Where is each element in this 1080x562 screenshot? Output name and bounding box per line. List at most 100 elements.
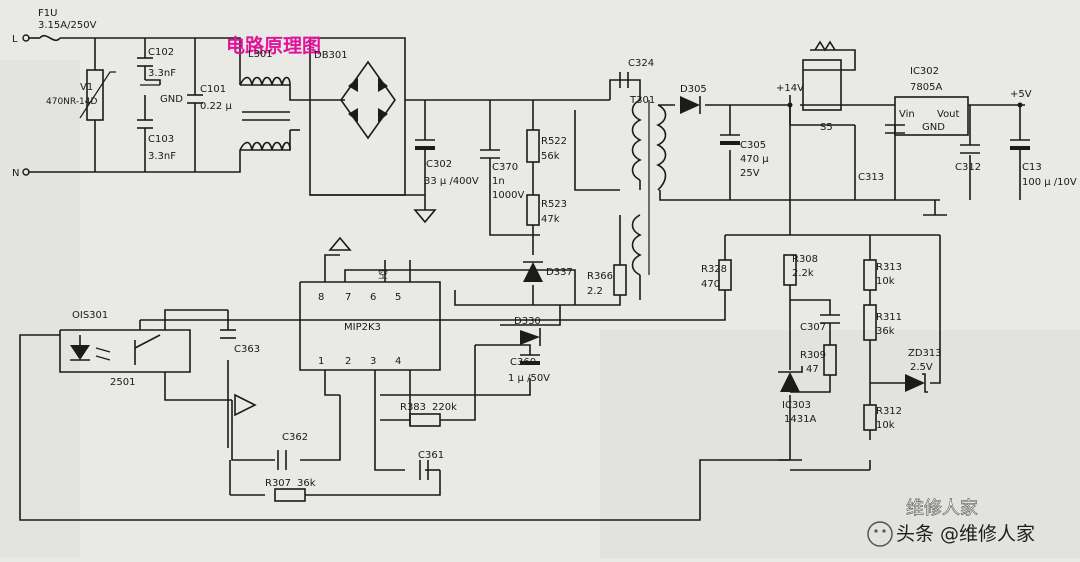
- label-r383-ref: R383: [400, 402, 426, 413]
- resistor-r522: [526, 129, 540, 163]
- label-c363: C363: [234, 344, 260, 355]
- label-c307: C307: [800, 322, 826, 333]
- label-c370-value2: 1000V: [492, 190, 524, 201]
- label-mip-pin1: 1: [318, 356, 324, 367]
- label-c305-value2: 25V: [740, 168, 760, 179]
- label-c324: C324: [628, 58, 654, 69]
- label-v1-value: 470NR-14D: [46, 97, 97, 107]
- label-zd313-ref: ZD313: [908, 348, 942, 359]
- label-r307-ref: R307: [265, 478, 291, 489]
- bridge-rectifier-db301: [340, 60, 396, 140]
- label-c103-ref: C103: [148, 134, 174, 145]
- label-mip-pin3: 3: [370, 356, 376, 367]
- label-mip-pin5: 5: [395, 292, 401, 303]
- watermark-main: 头条 @维修人家: [896, 523, 1035, 545]
- watermark-small: 维修人家: [906, 498, 978, 519]
- switch-s5: [802, 59, 842, 111]
- label-ic303-ref: IC303: [782, 400, 811, 411]
- label-r522-value: 56k: [541, 151, 560, 162]
- label-c305-value1: 470 μ: [740, 154, 769, 165]
- label-r311-ref: R311: [876, 312, 902, 323]
- label-db301: DB301: [314, 50, 348, 61]
- zener-zd313: [905, 374, 925, 392]
- label-ic302-vout: Vout: [937, 109, 960, 120]
- label-r313-value: 10k: [876, 276, 895, 287]
- label-mip-nc: 空: [378, 268, 388, 281]
- label-plus14v: +14V: [776, 83, 804, 94]
- label-mip-part: MIP2K3: [344, 322, 381, 333]
- component-symbols: [22, 34, 1030, 502]
- label-ic302-vin: Vin: [899, 109, 915, 120]
- label-c305-ref: C305: [740, 140, 766, 151]
- terminal-l: [22, 34, 30, 42]
- label-r311-value: 36k: [876, 326, 895, 337]
- transformer-t301: [631, 99, 667, 276]
- resistor-r313: [863, 259, 877, 291]
- resistor-r307: [274, 488, 306, 502]
- label-ic302-part: 7805A: [910, 82, 942, 93]
- varistor-v1: [86, 69, 104, 121]
- choke-l301-bottom: [239, 141, 291, 151]
- resistor-r328: [718, 259, 732, 291]
- label-c13-value: 100 μ /10V: [1022, 177, 1077, 188]
- label-r308-value: 2.2k: [792, 268, 814, 279]
- label-ic303-part: 1431A: [784, 414, 816, 425]
- label-r366-value: 2.2: [587, 286, 603, 297]
- label-mip-pin4: 4: [395, 356, 401, 367]
- resistor-r308: [783, 254, 797, 286]
- label-c370-value1: 1n: [492, 176, 505, 187]
- label-v1-ref: V1: [80, 82, 93, 93]
- label-r313-ref: R313: [876, 262, 902, 273]
- ground-symbol-mip: [328, 236, 352, 251]
- diode-d337: [523, 262, 543, 282]
- label-gnd: GND: [160, 94, 183, 105]
- label-f1u-value: 3.15A/250V: [38, 20, 97, 31]
- resistor-r309: [823, 344, 837, 376]
- resistor-r523: [526, 194, 540, 226]
- diagram-title: 电路原理图: [226, 34, 321, 57]
- label-r523-ref: R523: [541, 199, 567, 210]
- shunt-regulator-ic303: [780, 372, 800, 392]
- label-t301: T301: [629, 95, 655, 106]
- component-labels: 电路原理图 F1U 3.15A/250V L N V1 470NR-14D C1…: [12, 8, 1077, 489]
- label-ic302-gnd: GND: [922, 122, 945, 133]
- label-r308-ref: R308: [792, 254, 818, 265]
- resistor-r312: [863, 404, 877, 431]
- ground-symbol-primary: [413, 209, 437, 224]
- label-mip-pin7: 7: [345, 292, 351, 303]
- resistor-r311: [863, 304, 877, 341]
- label-c360-value: 1 μ /50V: [508, 373, 550, 384]
- label-c101-value: 0.22 μ: [200, 101, 232, 112]
- label-c370-ref: C370: [492, 162, 518, 173]
- label-d330: D330: [514, 316, 541, 327]
- label-c302-value: 33 μ /400V: [424, 176, 479, 187]
- terminal-n: [22, 168, 30, 176]
- label-r312-value: 10k: [876, 420, 895, 431]
- wires: [19, 34, 1025, 521]
- label-c103-value: 3.3nF: [148, 151, 176, 162]
- resistor-r383: [409, 413, 441, 427]
- watermark: 维修人家 头条 @维修人家: [867, 498, 1035, 547]
- diode-d330: [520, 330, 540, 345]
- label-d305: D305: [680, 84, 707, 95]
- wechat-logo-icon: [867, 521, 893, 547]
- resistor-r366: [613, 264, 627, 296]
- label-r328-value: 470: [701, 279, 720, 290]
- label-c13-ref: C13: [1022, 162, 1042, 173]
- diode-d305: [680, 96, 700, 114]
- label-ic302-ref: IC302: [910, 66, 939, 77]
- label-c102-ref: C102: [148, 47, 174, 58]
- label-c360-ref: C360: [510, 357, 536, 368]
- label-c361: C361: [418, 450, 444, 461]
- label-f1u-ref: F1U: [38, 8, 57, 19]
- label-r522-ref: R522: [541, 136, 567, 147]
- label-r366-ref: R366: [587, 271, 613, 282]
- label-ois301-ref: OIS301: [72, 310, 108, 321]
- label-l301: L301: [248, 49, 273, 60]
- label-d337: D337: [546, 267, 573, 278]
- label-c102-value: 3.3nF: [148, 68, 176, 79]
- label-c362: C362: [282, 432, 308, 443]
- label-mip-pin6: 6: [370, 292, 376, 303]
